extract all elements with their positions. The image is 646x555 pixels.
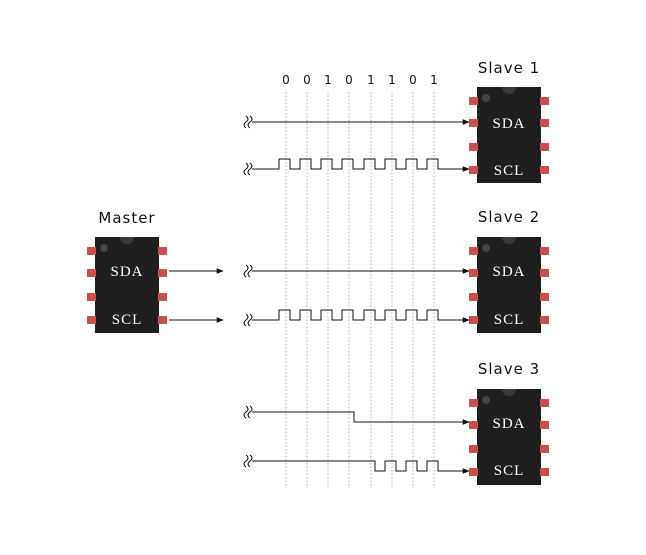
slave-3-sda-signal [252,411,470,425]
slave-2-chip [469,237,549,333]
chip-body [477,237,541,333]
chip-pin [540,269,549,277]
chip-pin [469,143,478,151]
bit-label: 0 [303,73,311,87]
slave-2-sda-label: SDA [492,264,525,280]
slave-1-chip [469,87,549,183]
chip-pin [469,119,478,127]
chip-pin [469,269,478,277]
chip-notch [502,87,516,94]
chip-pin [469,166,478,174]
chip-pin [540,143,549,151]
slave-3-sda-label: SDA [492,416,525,432]
bit-gridlines [285,92,435,488]
break-mark [243,313,249,327]
break-mark [247,264,253,278]
chip-pin [540,468,549,476]
chip-pin [158,316,167,324]
chip-pin [540,445,549,453]
master-scl-label: SCL [112,312,143,328]
chip-pin [540,247,549,255]
chip-pin [87,247,96,255]
break-mark [243,264,249,278]
pin1-dot [100,244,108,252]
break-mark [243,405,249,419]
slave-2-title: Slave 2 [478,208,540,226]
master-sda-label: SDA [110,264,143,280]
chip-pin [87,316,96,324]
chip-pin [540,119,549,127]
slave-1-title: Slave 1 [478,59,540,77]
break-mark [243,162,249,176]
break-mark [243,115,249,129]
chip-pin [540,293,549,301]
chip-pin [540,316,549,324]
slave-3-chip [469,389,549,485]
chip-pin [540,166,549,174]
chip-body [477,87,541,183]
chip-notch [502,389,516,396]
chip-pin [87,269,96,277]
slave-2-scl-label: SCL [494,312,525,328]
chip-pin [469,247,478,255]
chip-pin [158,293,167,301]
chip-pin [469,97,478,105]
chip-pin [540,421,549,429]
bit-label: 0 [282,73,290,87]
chip-pin [469,316,478,324]
bit-label: 1 [388,73,396,87]
pin1-dot [482,396,490,404]
break-mark [247,115,253,129]
chip-notch [502,237,516,244]
break-mark [243,454,249,468]
slave-3-title: Slave 3 [478,360,540,378]
chip-pin [158,247,167,255]
chip-pin [469,468,478,476]
slave-3-scl-signal [252,460,470,474]
chip-pin [540,97,549,105]
slave-3-scl-label: SCL [494,463,525,479]
bit-label: 0 [409,73,417,87]
chip-body [477,389,541,485]
bit-label: 0 [345,73,353,87]
chip-pin [87,293,96,301]
chip-pin [540,399,549,407]
pin1-dot [482,94,490,102]
bit-label: 1 [430,73,438,87]
break-mark [247,405,253,419]
slave-2-scl-signal [252,309,470,323]
slave-1-scl-label: SCL [494,163,525,179]
break-mark [247,162,253,176]
chip-body [95,237,159,333]
slave-1-sda-label: SDA [492,116,525,132]
bit-label: 1 [367,73,375,87]
bit-labels: 0 0 1 0 1 1 0 1 [282,73,438,87]
chip-notch [120,237,134,244]
break-mark [247,313,253,327]
master-chip [87,237,167,333]
master-title: Master [98,209,155,227]
chip-pin [469,293,478,301]
pin1-dot [482,244,490,252]
break-mark [247,454,253,468]
chip-pin [469,445,478,453]
chip-pin [158,269,167,277]
bit-label: 1 [324,73,332,87]
chip-pin [469,399,478,407]
signal-break-symbols [243,115,253,468]
chip-pin [469,421,478,429]
slave-1-scl-signal [252,158,470,172]
